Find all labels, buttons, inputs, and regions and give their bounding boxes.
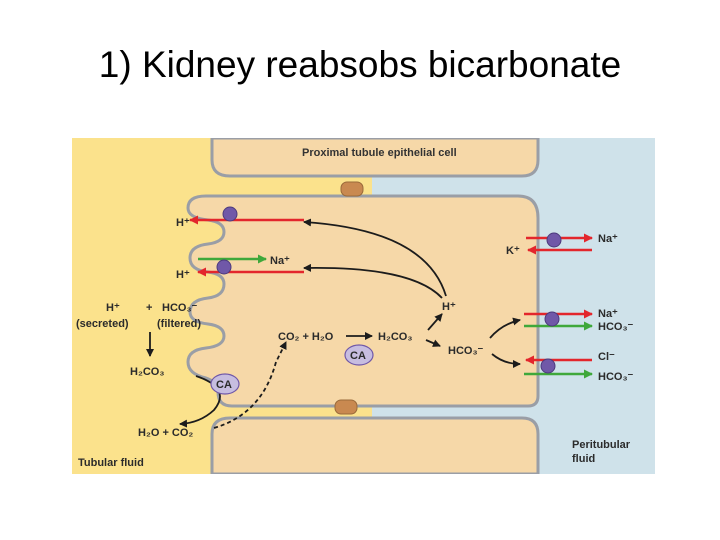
filtered-label: (filtered) bbox=[157, 318, 201, 330]
epithelial-cell bbox=[186, 194, 540, 408]
apical-h-mid-label: H⁺ bbox=[176, 269, 190, 281]
cell-h2co3-label: H₂CO₃ bbox=[378, 331, 412, 343]
baso-na-hco3-cotransporter bbox=[544, 311, 560, 327]
tubular-fluid-label: Tubular fluid bbox=[78, 457, 144, 469]
lumen-carbonic-anhydrase bbox=[210, 373, 240, 395]
peritubular-fluid-label-line2: fluid bbox=[572, 453, 595, 465]
co2-diffusion-dashed-arrow bbox=[213, 341, 287, 429]
cell-hco3-label: HCO₃⁻ bbox=[448, 345, 484, 357]
cell-h-release-arrow bbox=[427, 313, 443, 331]
lumen-h2co3-label: H₂CO₃ bbox=[130, 366, 164, 378]
lumen-products-label: H₂O + CO₂ bbox=[138, 427, 193, 439]
apical-na-label: Na⁺ bbox=[270, 255, 290, 267]
cell-h-to-apical-mid-arrow bbox=[303, 263, 443, 299]
upper-neighbor-cell bbox=[210, 138, 540, 178]
baso-cl-hco3-exchanger bbox=[540, 358, 556, 374]
baso-k-label: K⁺ bbox=[506, 245, 520, 257]
lumen-hco3-label: HCO₃⁻ bbox=[162, 302, 198, 314]
lumen-h-label: H⁺ bbox=[106, 302, 120, 314]
baso-hco3-bot-label: HCO₃⁻ bbox=[598, 371, 634, 383]
cell-hco3-to-cotransporter-arrow bbox=[489, 317, 521, 339]
cell-hco3-release-arrow bbox=[425, 339, 441, 347]
baso-cl-label: Cl⁻ bbox=[598, 351, 615, 363]
baso-na-k-atpase bbox=[546, 232, 562, 248]
cell-title: Proximal tubule epithelial cell bbox=[302, 147, 457, 159]
cell-ca-label: CA bbox=[350, 350, 366, 362]
slide-title: 1) Kidney reabsobs bicarbonate bbox=[98, 44, 622, 85]
baso-hco3-mid-label: HCO₃⁻ bbox=[598, 321, 634, 333]
lower-neighbor-cell bbox=[210, 416, 540, 474]
lumen-ca-label: CA bbox=[216, 379, 232, 391]
peritubular-fluid-label-line1: Peritubular bbox=[572, 439, 631, 451]
baso-na-top-label: Na⁺ bbox=[598, 233, 618, 245]
apical-h-atpase bbox=[222, 206, 238, 222]
secreted-label: (secreted) bbox=[76, 318, 129, 330]
lumen-plus-label: + bbox=[146, 302, 152, 314]
cell-co2-h2o-label: CO₂ + H₂O bbox=[278, 331, 334, 343]
cell-carbonic-anhydrase bbox=[344, 344, 374, 366]
tight-junction-top bbox=[340, 181, 364, 197]
tight-junction-bottom bbox=[334, 399, 358, 415]
cell-h-to-apical-top-arrow bbox=[303, 218, 447, 297]
cell-h-label: H⁺ bbox=[442, 301, 456, 313]
bicarbonate-reabsorption-diagram: Proximal tubule epithelial cell H⁺ Na⁺ H… bbox=[72, 138, 655, 474]
cell-hco3-to-exchanger-arrow bbox=[491, 353, 521, 368]
apical-na-h-exchanger bbox=[216, 259, 232, 275]
apical-h-top-label: H⁺ bbox=[176, 217, 190, 229]
baso-na-mid-label: Na⁺ bbox=[598, 308, 618, 320]
